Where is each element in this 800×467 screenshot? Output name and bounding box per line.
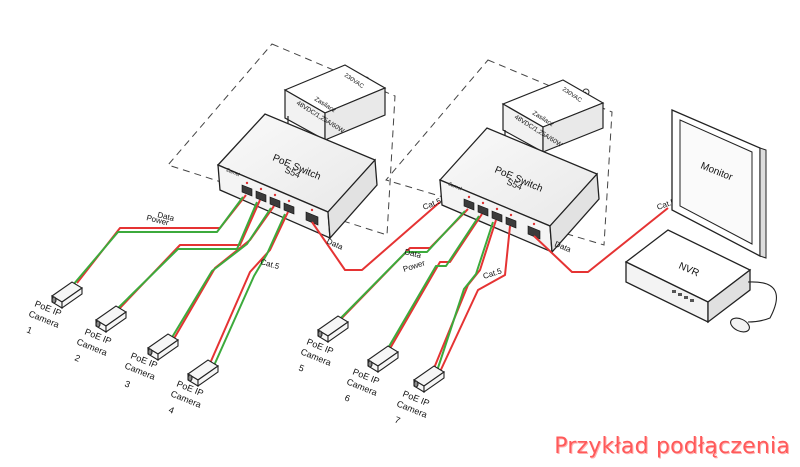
label-data-left-uplink: Data [325, 237, 345, 252]
poe-switch-left: PoE Switch S54 Zamel [216, 113, 378, 240]
camera-1-icon [50, 281, 84, 310]
switch-left-logo: Zamel [225, 167, 240, 178]
switch-right-logo: Zamel [447, 181, 462, 192]
camera-3-icon [146, 333, 180, 362]
monitor: Monitor [671, 109, 767, 259]
camera-2-num: 2 [73, 353, 81, 364]
camera-7-icon [412, 365, 446, 394]
mouse-icon [730, 317, 750, 333]
camera-6-num: 6 [343, 393, 351, 404]
camera-2-icon [94, 305, 128, 334]
caption: Przykład podłączenia [554, 434, 790, 459]
camera-6-icon [366, 345, 400, 374]
camera-1-num: 1 [25, 325, 33, 336]
label-data-right: Data [404, 247, 423, 260]
poe-switch-right: PoE Switch S54 Zamel [438, 127, 600, 254]
label-power-right: Power [402, 258, 427, 274]
camera-4-num: 4 [167, 405, 175, 416]
camera-4-icon [186, 359, 220, 388]
nvr: NVR [624, 229, 777, 324]
label-data-left: Data [157, 210, 176, 223]
camera-7-num: 7 [393, 415, 401, 426]
camera-5-icon [316, 315, 350, 344]
cables [72, 194, 669, 381]
switch-right-ports [463, 198, 541, 240]
camera-5-num: 5 [297, 363, 305, 374]
camera-3-num: 3 [123, 379, 131, 390]
label-data-right-uplink: Data [553, 240, 573, 255]
camera-icons [50, 281, 446, 394]
label-cat5-left: Cat.5 [259, 257, 280, 271]
switch-left-ports [241, 184, 319, 226]
